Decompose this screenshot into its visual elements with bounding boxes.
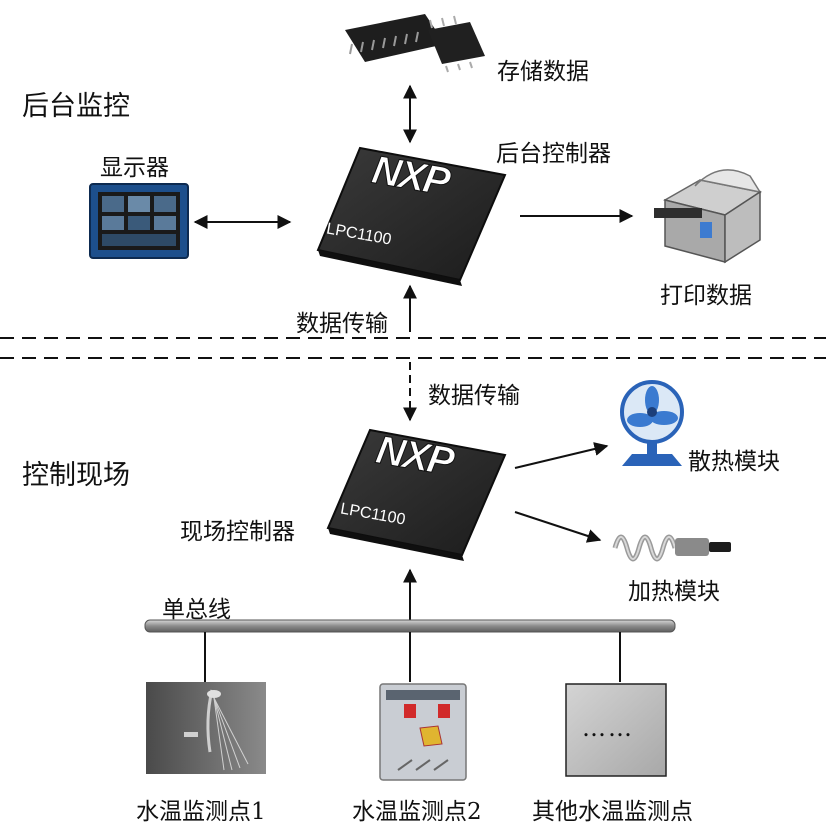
- printer-icon: [654, 169, 762, 264]
- other-points-box: [565, 683, 667, 777]
- label-point-other: 其他水温监测点: [532, 799, 693, 825]
- placeholder-dots: ……: [582, 714, 634, 742]
- label-cooling: 散热模块: [688, 449, 780, 475]
- label-field-controller: 现场控制器: [180, 519, 295, 545]
- label-heating: 加热模块: [628, 579, 720, 605]
- field-nxp-chip-icon: [326, 428, 507, 561]
- monitor-icon: [89, 183, 189, 259]
- heating-arrow: [514, 511, 602, 543]
- label-backend-controller: 后台控制器: [496, 141, 611, 167]
- section-label-field: 控制现场: [22, 460, 130, 491]
- section-label-backend: 后台监控: [22, 91, 130, 122]
- label-point-1: 水温监测点1: [136, 799, 266, 825]
- heater-coil-icon: [612, 534, 731, 562]
- cooling-arrow: [514, 442, 609, 469]
- label-print: 打印数据: [660, 283, 752, 309]
- label-point-2: 水温监测点2: [352, 799, 482, 825]
- label-display: 显示器: [100, 155, 169, 181]
- memory-chip-icon: [345, 14, 485, 73]
- water-dispenser-icon: [379, 683, 467, 781]
- shower-icon: [146, 682, 266, 774]
- label-transfer-lower: 数据传输: [428, 383, 520, 409]
- label-bus: 单总线: [162, 597, 231, 623]
- fan-icon: [620, 380, 684, 466]
- backend-nxp-chip-icon: [316, 146, 507, 286]
- label-storage: 存储数据: [497, 59, 589, 85]
- label-transfer-upper: 数据传输: [296, 311, 388, 337]
